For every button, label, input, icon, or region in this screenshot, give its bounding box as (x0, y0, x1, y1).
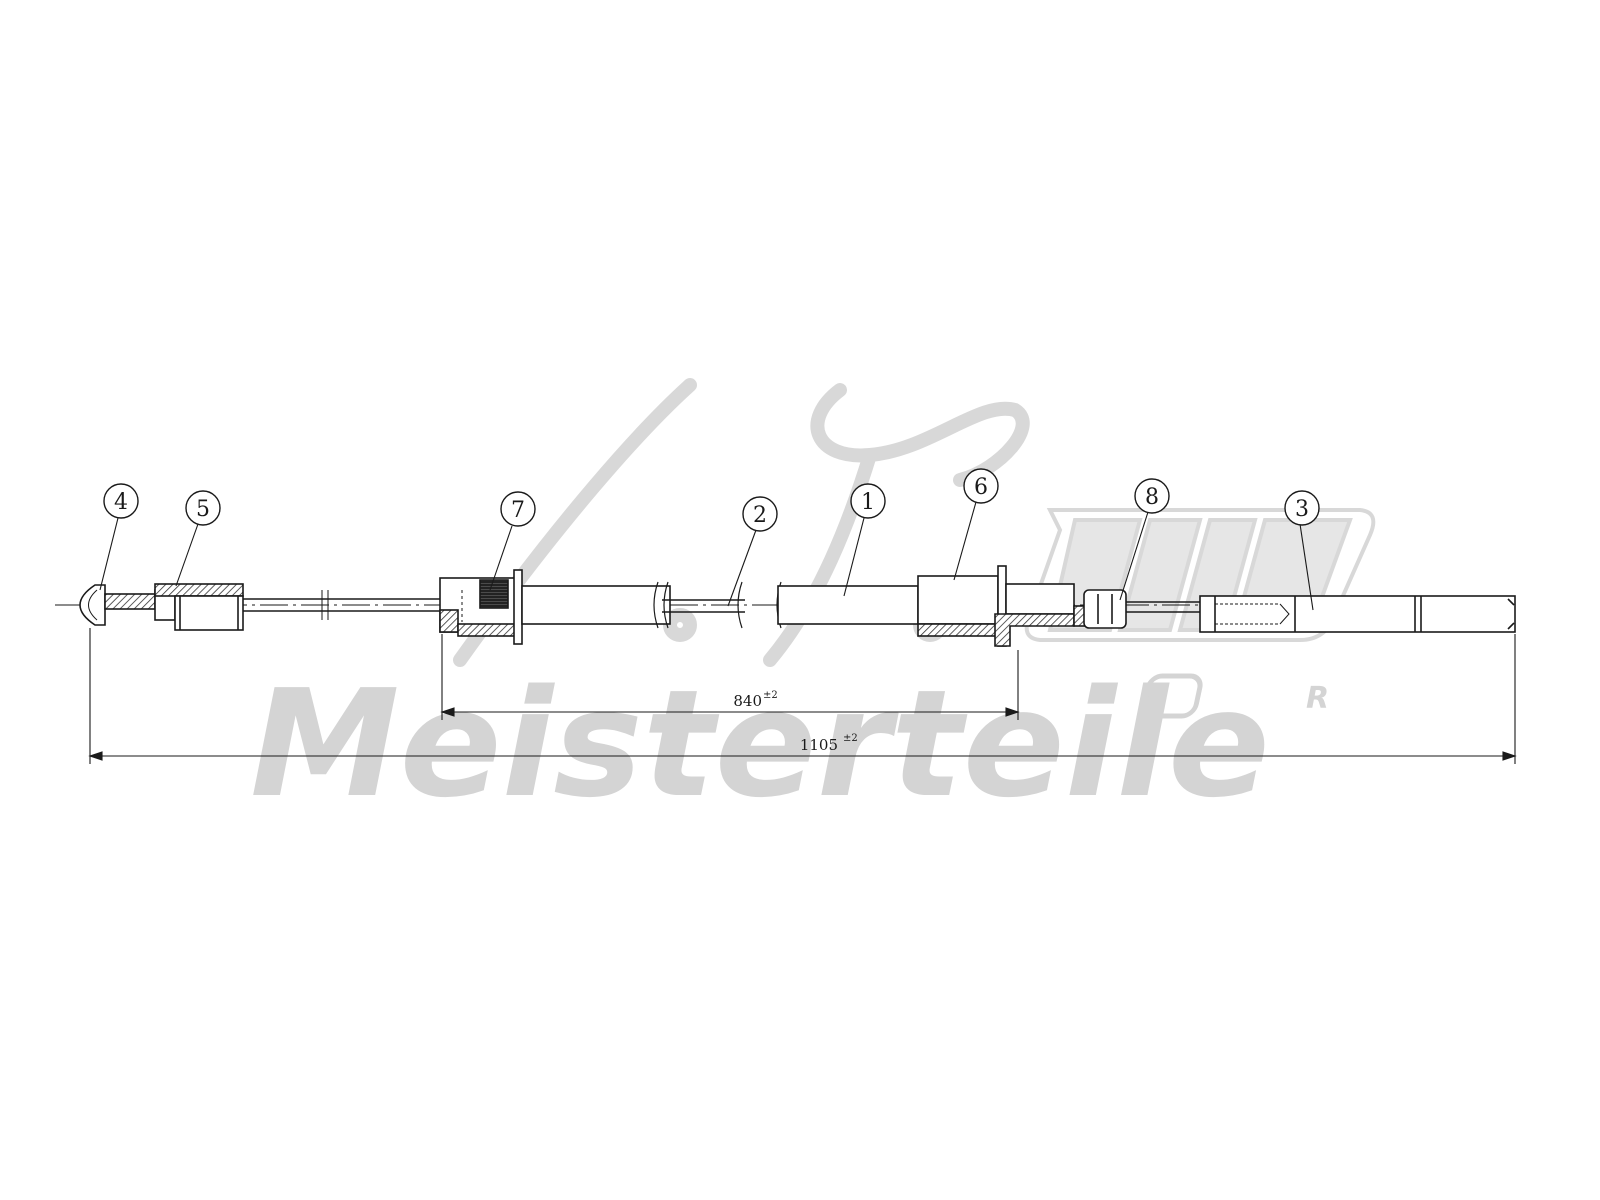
registered-mark-letter: R (1306, 681, 1329, 716)
inner-wire-left (243, 590, 440, 620)
conduit-right (777, 585, 919, 625)
callout-label: 8 (1145, 485, 1159, 510)
dimension-inner (440, 634, 1020, 720)
end-nipple (79, 584, 176, 626)
callout-4: 4 (103, 483, 139, 519)
registered-mark: R (1141, 673, 1329, 719)
dimension-inner-tolerance: ±2 (763, 690, 778, 701)
callout-2: 2 (742, 496, 778, 532)
leader-lines (99, 501, 1314, 611)
dimension-labels: 840 ±2 1105 ±2 (733, 690, 857, 754)
callout-1: 1 (850, 483, 886, 519)
dimension-inner-value: 840 (733, 692, 762, 710)
inner-wire-right (1126, 601, 1200, 613)
dimension-overall (88, 628, 1517, 764)
callout-label: 1 (861, 490, 875, 515)
adjuster (917, 565, 1107, 647)
callout-8: 8 (1134, 478, 1170, 514)
callout-3: 3 (1284, 490, 1320, 526)
callout-label: 7 (511, 498, 525, 523)
ferrule (154, 583, 244, 631)
watermark-brand: Meisterteile (250, 658, 1270, 830)
grommet (439, 569, 523, 645)
callout-7: 7 (500, 491, 536, 527)
callout-5: 5 (185, 490, 221, 526)
callout-label: 5 (196, 497, 210, 522)
callout-label: 6 (974, 475, 988, 500)
callout-label: 3 (1295, 497, 1309, 522)
dimension-overall-value: 1105 (800, 736, 838, 754)
callouts: 4 5 7 2 1 6 8 3 (103, 468, 1320, 532)
callout-label: 2 (753, 503, 767, 528)
dimension-overall-tolerance: ±2 (843, 733, 858, 744)
callout-label: 4 (114, 490, 128, 515)
nut (1083, 589, 1127, 629)
threaded-end (1199, 595, 1516, 633)
conduit-left (521, 581, 671, 629)
callout-6: 6 (963, 468, 999, 504)
